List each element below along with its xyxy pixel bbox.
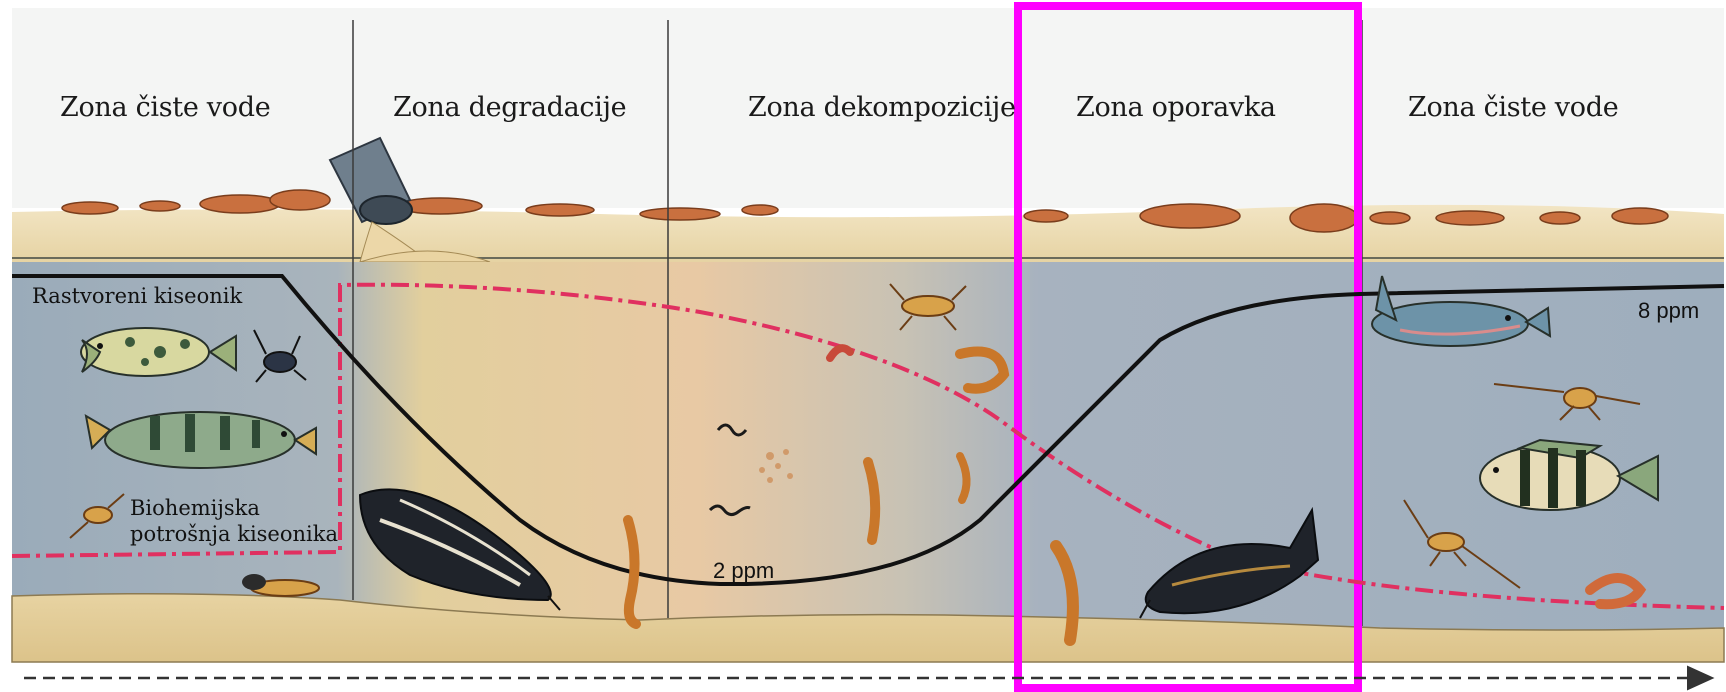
bod-label-line2: potrošnja kiseonika [130, 522, 338, 546]
min-oxygen-label: 2 ppm [713, 558, 774, 584]
zone-title-degradation: Zona degradacije [393, 92, 626, 123]
zone-title-recovery: Zona oporavka [1076, 92, 1276, 123]
dissolved-oxygen-label: Rastvoreni kiseonik [32, 284, 242, 308]
zone-title-clean-water-1: Zona čiste vode [60, 92, 270, 123]
zone-title-decomposition: Zona dekompozicije [748, 92, 1016, 123]
bod-label-line1: Biohemijska [130, 496, 260, 520]
max-oxygen-label: 8 ppm [1638, 298, 1699, 324]
zone-title-clean-water-2: Zona čiste vode [1408, 92, 1618, 123]
